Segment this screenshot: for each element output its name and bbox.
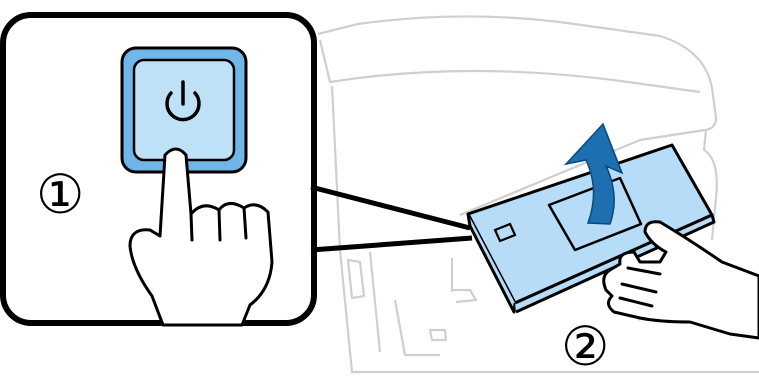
pointing-finger-icon bbox=[128, 147, 274, 327]
arrow-up-curved-icon bbox=[563, 122, 624, 225]
power-icon bbox=[165, 80, 201, 122]
step-2-label: ② bbox=[561, 315, 610, 378]
printer-body bbox=[317, 15, 759, 374]
callout-line-bottom bbox=[310, 235, 473, 253]
callout-line-top bbox=[310, 184, 471, 231]
step-1-label: ① bbox=[36, 163, 85, 226]
panel-button bbox=[493, 222, 517, 243]
hand-icon bbox=[602, 220, 759, 340]
